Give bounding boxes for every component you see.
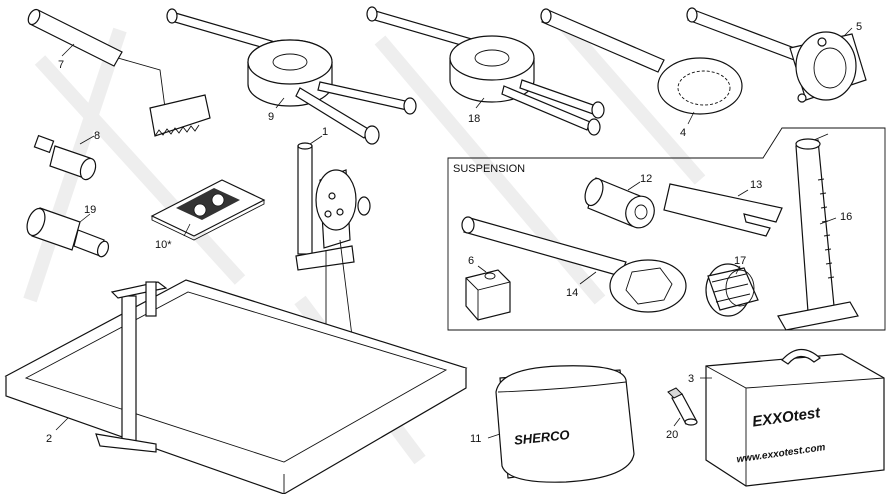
part-13-plate: [663, 183, 783, 237]
part-label-1: 1: [322, 126, 328, 138]
part-20-tool: [667, 387, 698, 426]
part-label-20: 20: [666, 429, 678, 441]
part-label-16: 16: [840, 211, 852, 223]
part-label-13: 13: [750, 179, 762, 191]
part-label-17: 17: [734, 255, 746, 267]
part-label-5: 5: [856, 21, 862, 33]
part-7-tool: [27, 8, 211, 137]
part-6-block: [465, 269, 511, 321]
suspension-box: [447, 127, 886, 331]
part-5-wrench: [686, 7, 867, 103]
part-label-3: 3: [688, 373, 694, 385]
part-label-14: 14: [566, 287, 578, 299]
part-label-10: 10*: [155, 239, 172, 251]
part-label-4: 4: [680, 127, 686, 139]
part-labels: 7 8 19 9 10* 1 2 18 4 5 12 13 16 6 14 17…: [46, 21, 862, 445]
part-label-2: 2: [46, 433, 52, 445]
part-12-tool: [584, 177, 655, 229]
part-11-bag: SHERCO: [495, 365, 635, 483]
part-label-6: 6: [468, 255, 474, 267]
part-4-wrench: [540, 8, 743, 115]
suspension-title: SUSPENSION: [453, 163, 525, 175]
part-3-case: EXXOtest www.exxotest.com: [705, 348, 885, 487]
part-14-wrench: [461, 216, 687, 313]
part-19-tool: [26, 207, 110, 258]
bag-brand-logo: SHERCO: [513, 427, 570, 448]
part-label-18: 18: [468, 113, 480, 125]
part-label-11: 11: [470, 433, 481, 445]
part-label-9: 9: [268, 111, 274, 123]
part-label-12: 12: [640, 173, 652, 185]
part-label-7: 7: [58, 59, 64, 71]
part-18-puller: [366, 6, 605, 136]
part-10-booklet: [150, 179, 266, 241]
part-8-tool: [33, 134, 97, 181]
leader-lines: [55, 27, 853, 439]
part-2-tray: [4, 279, 468, 494]
part-17-sleeve: [705, 263, 759, 317]
part-16-cylinder: [777, 133, 859, 331]
part-1-stand: [295, 142, 371, 337]
part-9-puller: [166, 8, 417, 145]
part-label-8: 8: [94, 130, 100, 142]
part-label-19: 19: [84, 204, 96, 216]
